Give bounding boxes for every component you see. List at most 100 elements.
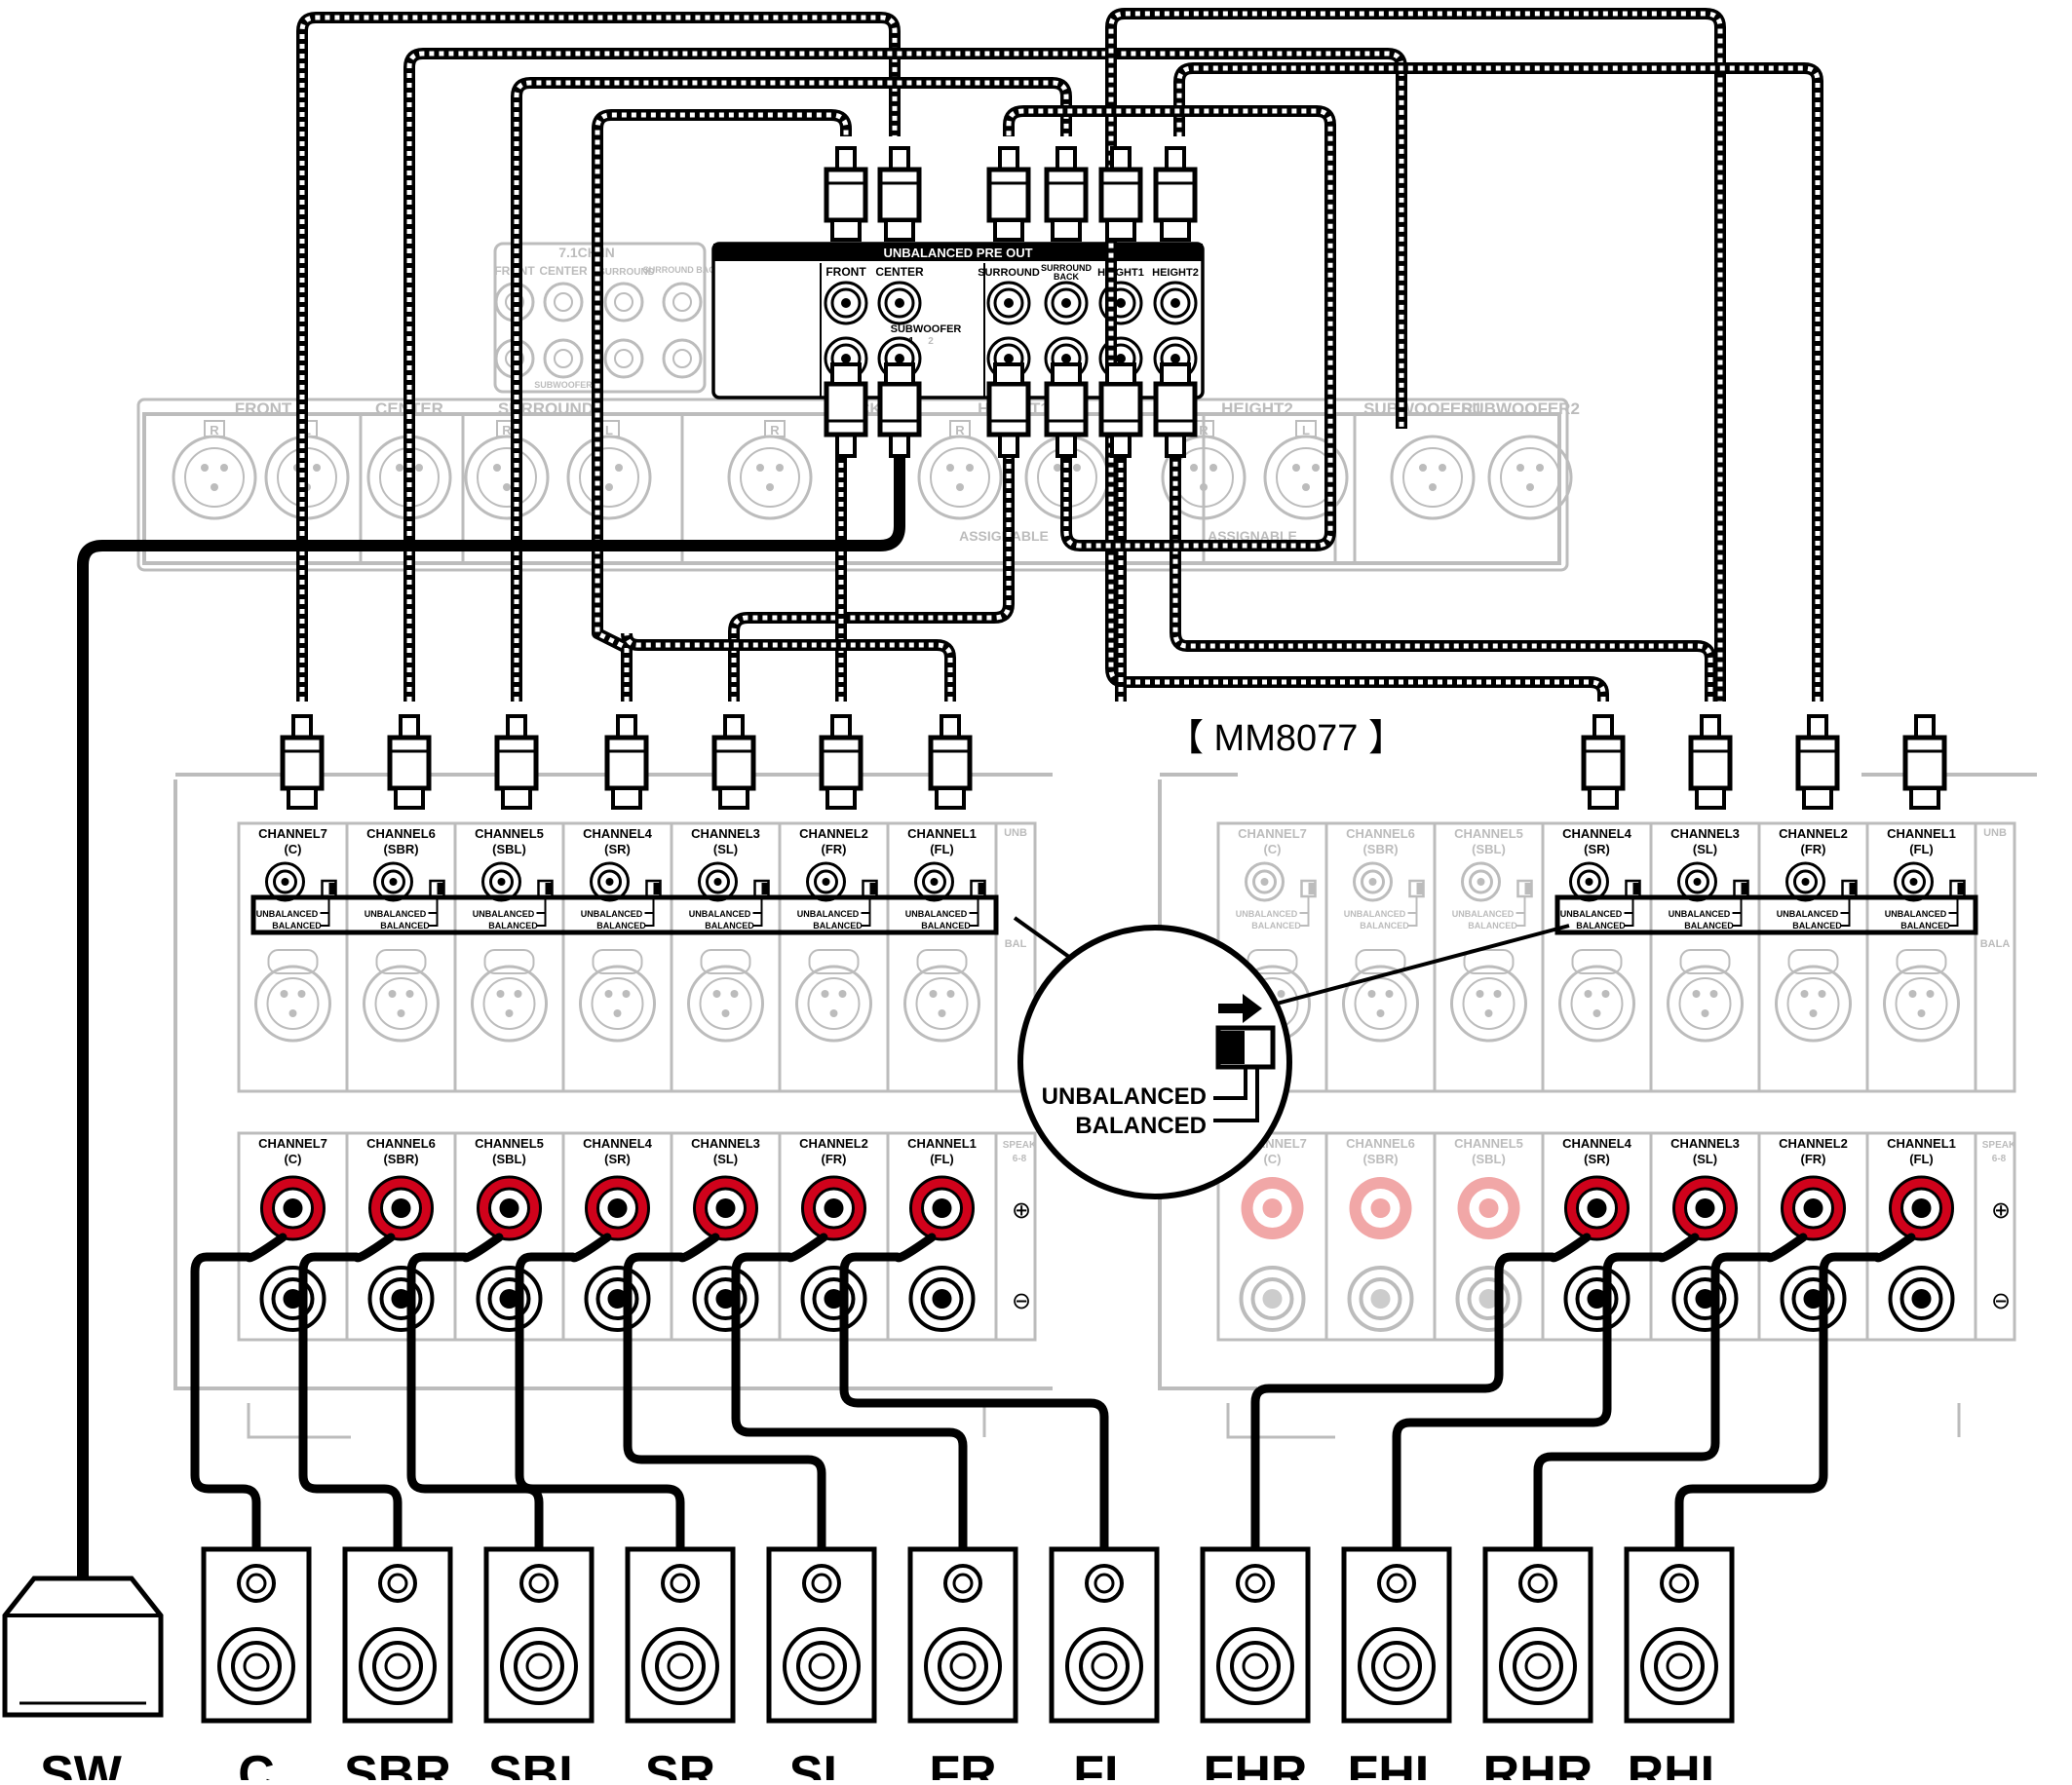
amp-left-edge-unb: UNB <box>1004 827 1027 839</box>
cable-left-ch6-sback-pattern <box>406 51 1404 702</box>
speaker-rhr-tweeter-inner <box>1527 1573 1549 1594</box>
speaker-terminal-minus-center <box>1370 1289 1391 1309</box>
faded-rca-jack-inner <box>672 349 692 368</box>
amp-xlr-outer <box>1883 965 1960 1043</box>
speaker-wire-right-0 <box>1250 1233 1592 1554</box>
amp-left-ch-name-4: CHANNEL4 <box>583 826 653 841</box>
amp-xlr-pin <box>1367 990 1376 998</box>
preout-bottom-plug <box>826 364 865 456</box>
polarity-minus-left: ⊖ <box>1012 1288 1031 1314</box>
amp-switch-leader <box>752 896 763 927</box>
speaker-terminal-minus-center <box>715 1289 736 1309</box>
amp-input-rca-mid <box>1361 869 1385 894</box>
amp-right-ch-code-7: (C) <box>1263 842 1281 856</box>
speaker-terminal-plus-center <box>1478 1198 1499 1218</box>
amp-switch-unbal-label: UNBALANCED <box>1669 909 1731 919</box>
balanced-preout-label-sub1: SUBWOOFER1 <box>1363 399 1482 418</box>
rca-jack-center <box>841 354 851 363</box>
rca-jack-center <box>1004 354 1014 363</box>
cable-left-ch3-surround <box>728 434 1015 702</box>
amp-xlr-pin <box>1277 990 1285 998</box>
amp-xlr-outer <box>363 965 440 1043</box>
xlr-pin <box>1536 464 1544 472</box>
amp-switch-knob <box>653 883 660 894</box>
amp-xlr-outer <box>1558 965 1635 1043</box>
speaker-terminal-plus-center <box>1587 1198 1607 1218</box>
amp-xlr-pin <box>821 990 829 998</box>
speaker-label-sbl: SBL <box>488 1746 590 1780</box>
amp-xlr-pin <box>1376 1009 1385 1017</box>
speaker-terminal-plus-center <box>1370 1198 1391 1218</box>
xlr-pin <box>615 464 623 472</box>
amp-xlr-outer <box>1775 965 1852 1043</box>
speaker-wire-left-3 <box>515 1233 685 1554</box>
xlr-pin <box>956 483 964 491</box>
amp-right-spk-code-6: (SBR) <box>1362 1152 1398 1166</box>
xlr-pin <box>201 464 209 472</box>
xlr-lr-letter: R <box>1199 423 1209 437</box>
speaker-terminal-minus-center <box>499 1289 519 1309</box>
amp-xlr-pin <box>496 990 505 998</box>
xlr-pin <box>605 483 613 491</box>
rca-jack-mid <box>993 287 1024 319</box>
ch71-in-sub: SUBWOOFER <box>534 380 593 390</box>
xlr-lr-letter: R <box>955 423 965 437</box>
preout-bottom-plug <box>1156 364 1195 456</box>
amp-right-ch-code-2: (FR) <box>1801 842 1826 856</box>
cable-left-ch3-surround-pattern <box>731 434 1012 702</box>
amp-xlr-latch <box>592 949 643 974</box>
amp-left-feet <box>247 1403 986 1439</box>
rca-jack-center <box>895 354 904 363</box>
speaker-fhr-woofer-dome <box>1242 1652 1269 1680</box>
amp-right-input-plug <box>1691 716 1730 808</box>
preout-header-sback-2: BACK <box>1054 272 1079 282</box>
speaker-wire-left-1 <box>298 1233 403 1554</box>
amp-switch-leader <box>1948 896 1959 927</box>
amp-right-spk-name-1: CHANNEL1 <box>1887 1136 1956 1151</box>
amp-right-ch-name-2: CHANNEL2 <box>1779 826 1848 841</box>
amp-right-switch-highlight <box>1554 894 1978 935</box>
amp-xlr-pin <box>280 990 288 998</box>
speaker-terminal-plus-center <box>1803 1198 1823 1218</box>
preout-title: UNBALANCED PRE OUT <box>883 246 1032 260</box>
speaker-label-rhl: RHL <box>1628 1746 1732 1780</box>
amp-right-ch-code-1: (FL) <box>1909 842 1934 856</box>
amp-xlr-pin <box>1692 990 1701 998</box>
xlr-pin <box>946 464 954 472</box>
preout-bottom-plug <box>989 364 1028 456</box>
rca-jack-mid <box>1160 287 1191 319</box>
amp-switch-leader <box>1732 896 1743 927</box>
amp-left-ch-name-3: CHANNEL3 <box>691 826 760 841</box>
rca-jack-mid <box>884 287 915 319</box>
amp-xlr-latch <box>1463 949 1515 974</box>
amp-xlr-inner <box>1895 977 1948 1030</box>
speaker-terminal-plus-center <box>607 1198 628 1218</box>
xlr-pin <box>1209 464 1217 472</box>
amp-input-rca-mid <box>814 869 838 894</box>
amp-switch-unbal-label: UNBALANCED <box>689 909 751 919</box>
amp-xlr-outer <box>1342 965 1419 1043</box>
amp-switch-bal-label: BALANCED <box>1792 921 1842 930</box>
amp-left-switch-highlight <box>250 894 999 935</box>
amp-input-rca-pin <box>389 878 398 886</box>
xlr-pin <box>1526 483 1534 491</box>
amp-left-input-plug <box>390 716 429 808</box>
cable-left-ch1-front <box>621 632 956 702</box>
xlr-pin <box>313 464 321 472</box>
amp-right-spk-name-6: CHANNEL6 <box>1346 1136 1415 1151</box>
amp-xlr-inner <box>1786 977 1840 1030</box>
speaker-sbr-tweeter-inner <box>387 1573 408 1594</box>
amp-xlr-pin <box>829 1009 838 1017</box>
amp-switch-bal-label: BALANCED <box>1576 921 1626 930</box>
balanced-preout-label-height2: HEIGHT2 <box>1221 399 1293 418</box>
amp-xlr-inner <box>374 977 428 1030</box>
amp-xlr-pin <box>712 990 721 998</box>
faded-rca-jack <box>543 338 584 379</box>
rca-jack-center <box>1116 354 1126 363</box>
amp-right-ch-name-7: CHANNEL7 <box>1238 826 1307 841</box>
polarity-plus-right: ⊕ <box>1991 1197 2011 1224</box>
amp-switch-unbal-label: UNBALANCED <box>581 909 643 919</box>
xlr-jack-inner <box>579 447 639 508</box>
rca-jack-center <box>1170 354 1180 363</box>
